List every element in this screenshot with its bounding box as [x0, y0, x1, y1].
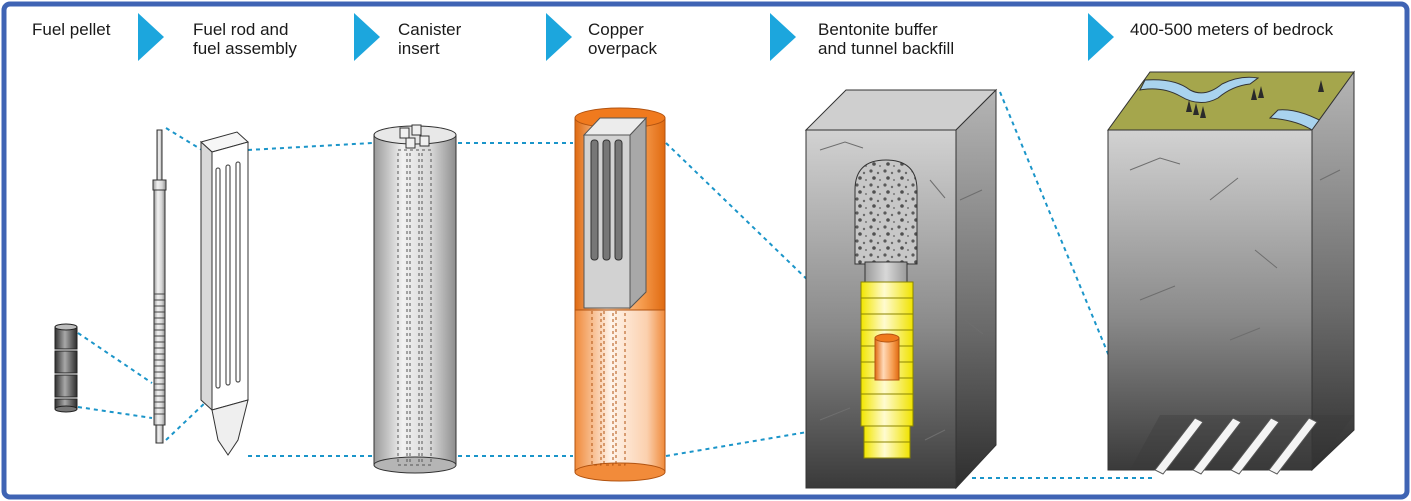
stage-label-line: 400-500 meters of bedrock	[1130, 20, 1334, 39]
arrow-icon	[770, 13, 796, 61]
arrow-icon	[138, 13, 164, 61]
stage-label-bentonite: Bentonite buffer and tunnel backfill	[818, 20, 954, 58]
stage-label-line: overpack	[588, 39, 657, 58]
stage-arrow-icons	[138, 13, 1114, 61]
canister-insert	[373, 124, 457, 474]
fuel-rod	[152, 129, 167, 444]
arrow-icon	[1088, 13, 1114, 61]
stage-label-line: fuel assembly	[193, 39, 297, 58]
stage-label-canister-insert: Canister insert	[398, 20, 461, 58]
arrow-icon	[354, 13, 380, 61]
stage-label-line: and tunnel backfill	[818, 39, 955, 58]
stage-label-bedrock: 400-500 meters of bedrock	[1130, 20, 1333, 39]
fuel-assembly	[199, 131, 250, 456]
stage-label-line: Bentonite buffer	[818, 20, 938, 39]
bedrock-block	[1107, 70, 1355, 475]
stage-label-copper-overpack: Copper overpack	[588, 20, 657, 58]
stage-label-line: Copper	[588, 20, 644, 39]
stage-label-fuel-pellet: Fuel pellet	[32, 20, 110, 39]
stage-label-line: Fuel pellet	[32, 20, 111, 39]
fuel-pellet-stack	[54, 323, 78, 413]
stage-label-line: insert	[398, 39, 440, 58]
connector-lines	[77, 91, 1157, 479]
stage-label-line: Canister	[398, 20, 462, 39]
stage-label-line: Fuel rod and	[193, 20, 289, 39]
stage-label-fuel-rod: Fuel rod and fuel assembly	[193, 20, 297, 58]
arrow-icon	[546, 13, 572, 61]
copper-overpack	[574, 107, 666, 482]
bentonite-buffer-block	[804, 88, 998, 490]
